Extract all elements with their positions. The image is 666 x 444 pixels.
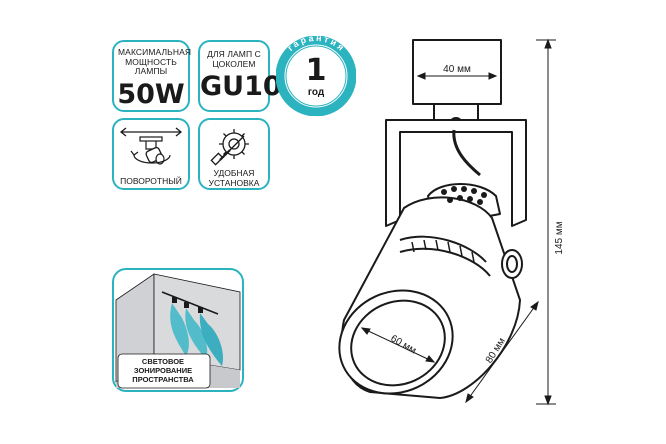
- power-value: 50W: [117, 78, 185, 110]
- install-label: УДОБНАЯ УСТАНОВКА: [208, 168, 260, 188]
- socket-badge: ДЛЯ ЛАМП С ЦОКОЛЕМ GU10: [198, 40, 282, 112]
- track-adapter: [412, 39, 502, 105]
- warranty-unit: год: [307, 87, 325, 98]
- power-badge: МАКСИМАЛЬНАЯ МОЩНОСТЬ ЛАМПЫ 50W: [112, 40, 192, 112]
- rotation-label: ПОВОРОТНЫЙ: [120, 176, 182, 186]
- room-track-light-icon: [115, 273, 241, 389]
- socket-label: ДЛЯ ЛАМП С ЦОКОЛЕМ: [207, 49, 261, 69]
- zoning-badge: СВЕТОВОЕ ЗОНИРОВАНИЕ ПРОСТРАНСТВА: [112, 268, 244, 392]
- rotating-spotlight-icon: [119, 127, 183, 165]
- power-label: МАКСИМАЛЬНАЯ МОЩНОСТЬ ЛАМПЫ: [118, 47, 192, 76]
- install-badge: УДОБНАЯ УСТАНОВКА: [198, 118, 270, 190]
- adapter-width-dim: 40 мм: [443, 64, 471, 75]
- warranty-badge: гарантия 1 год: [275, 33, 357, 117]
- rotation-badge: ПОВОРОТНЫЙ: [112, 118, 190, 190]
- warranty-ring: гарантия: [275, 33, 357, 117]
- warranty-number: 1: [305, 53, 327, 88]
- zoning-label: СВЕТОВОЕ ЗОНИРОВАНИЕ ПРОСТРАНСТВА: [132, 357, 194, 384]
- lens: [350, 299, 446, 387]
- total-height-dim: 145 мм: [554, 221, 565, 254]
- screwdriver-gear-icon: [210, 129, 249, 166]
